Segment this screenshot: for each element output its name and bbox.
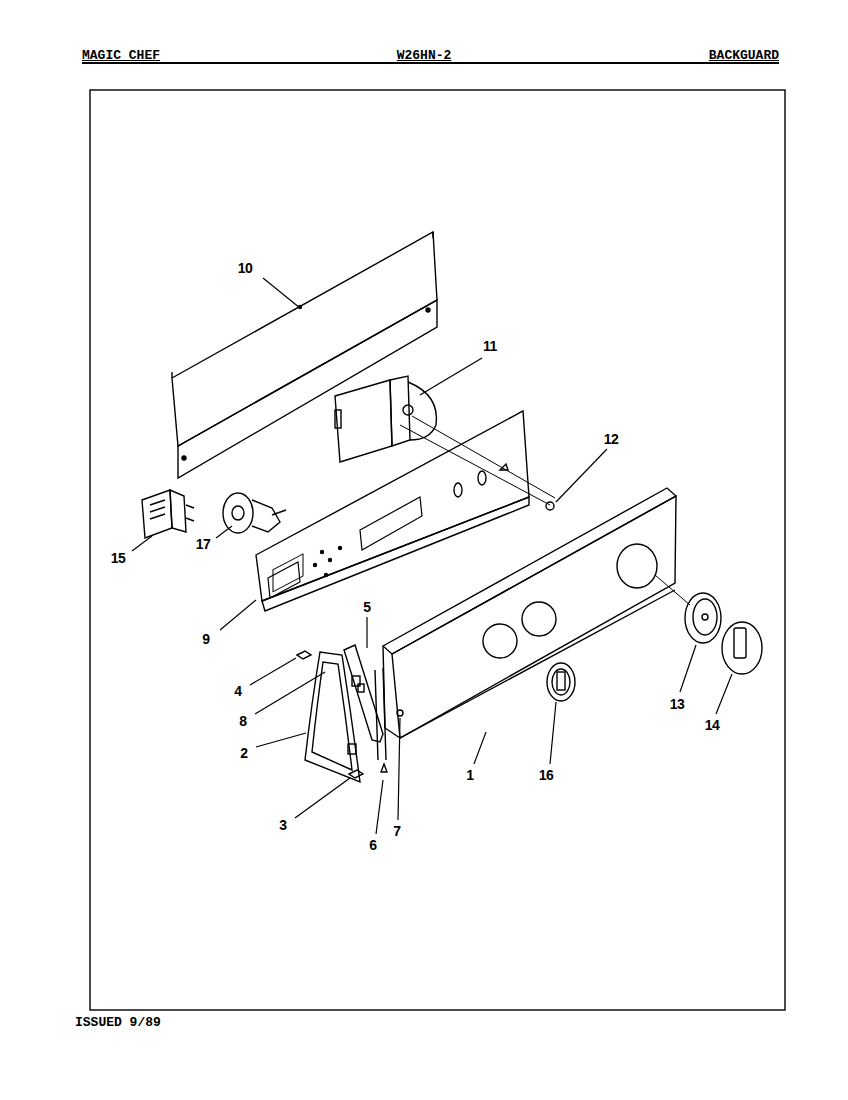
callout-number: 13	[670, 697, 685, 711]
screw	[546, 502, 554, 510]
callout-number: 10	[238, 261, 253, 275]
trim-strip	[344, 645, 386, 760]
callout-number: 15	[111, 551, 126, 565]
switch	[142, 490, 194, 538]
small-knob	[547, 663, 575, 701]
callout-number: 4	[234, 684, 241, 698]
knob-skirt	[685, 593, 721, 643]
callout-number: 2	[240, 746, 247, 760]
timer	[335, 376, 555, 505]
header-rule	[82, 62, 779, 64]
leader-lines	[132, 278, 732, 834]
callout-number: 3	[279, 818, 286, 832]
callout-number: 16	[539, 768, 554, 782]
knob	[722, 622, 762, 674]
callout-number: 12	[604, 432, 619, 446]
rear-panel	[172, 232, 437, 478]
callout-number: 7	[393, 824, 400, 838]
lamp-frame	[305, 652, 360, 782]
callout-number: 17	[196, 537, 211, 551]
control-panel	[256, 411, 529, 611]
model-header: W26HN-2	[397, 49, 452, 62]
issue-date: ISSUED 9/89	[75, 1016, 161, 1029]
callout-number: 8	[239, 714, 246, 728]
selector-switch	[223, 493, 286, 533]
brand-header: MAGIC CHEF	[82, 49, 160, 62]
small-parts	[297, 651, 403, 778]
callout-number: 5	[363, 600, 370, 614]
callout-number: 14	[705, 718, 720, 732]
callout-number: 1	[466, 768, 473, 782]
callout-number: 9	[202, 632, 209, 646]
callout-number: 11	[483, 339, 497, 353]
console-front	[383, 488, 690, 738]
section-header: BACKGUARD	[709, 49, 779, 62]
frame-border	[90, 90, 785, 1010]
callout-number: 6	[369, 838, 376, 852]
